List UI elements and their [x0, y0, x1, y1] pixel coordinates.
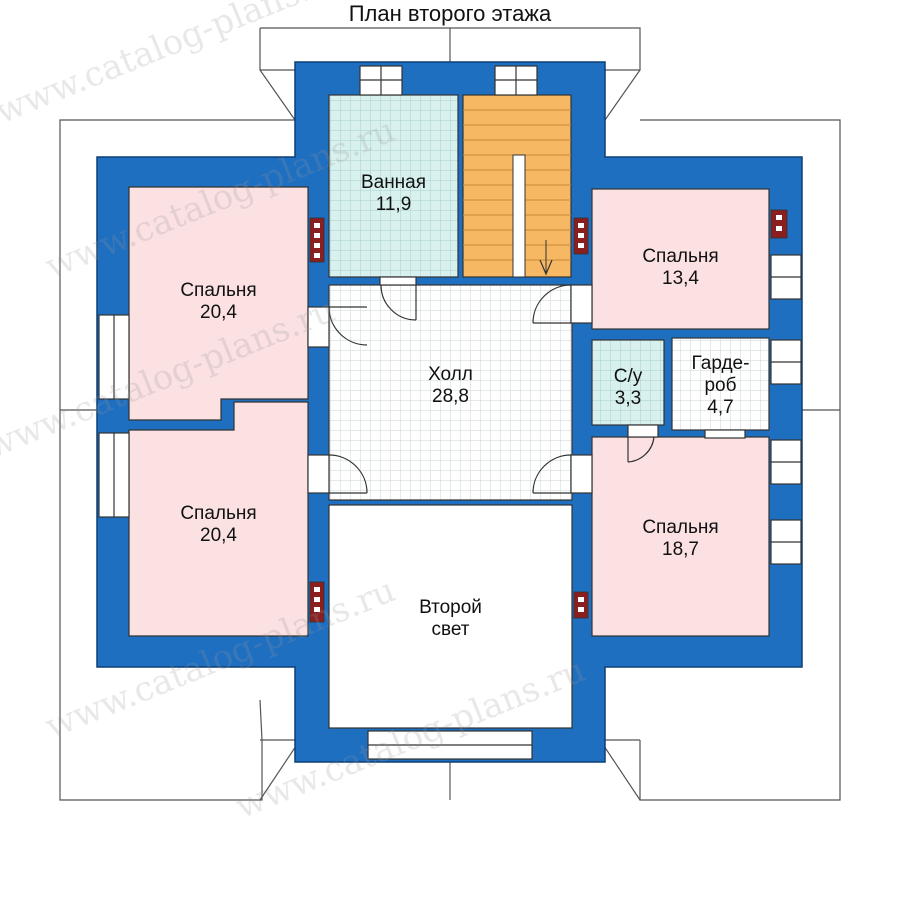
bedroom-ne-floor — [591, 188, 770, 330]
second-light-floor — [328, 504, 573, 729]
plan-title: План второго этажа — [348, 1, 552, 26]
hall-floor — [328, 284, 573, 501]
doors — [307, 276, 746, 494]
windows — [98, 65, 802, 760]
bedroom-sw-floor — [128, 401, 309, 637]
stair-well — [512, 154, 526, 278]
wardrobe-floor — [671, 337, 770, 431]
wc-floor — [591, 339, 665, 426]
stair-steps — [463, 109, 571, 261]
bedroom-nw-floor — [128, 186, 309, 421]
bedroom-se-floor — [591, 436, 770, 637]
roof-outline — [59, 27, 841, 801]
